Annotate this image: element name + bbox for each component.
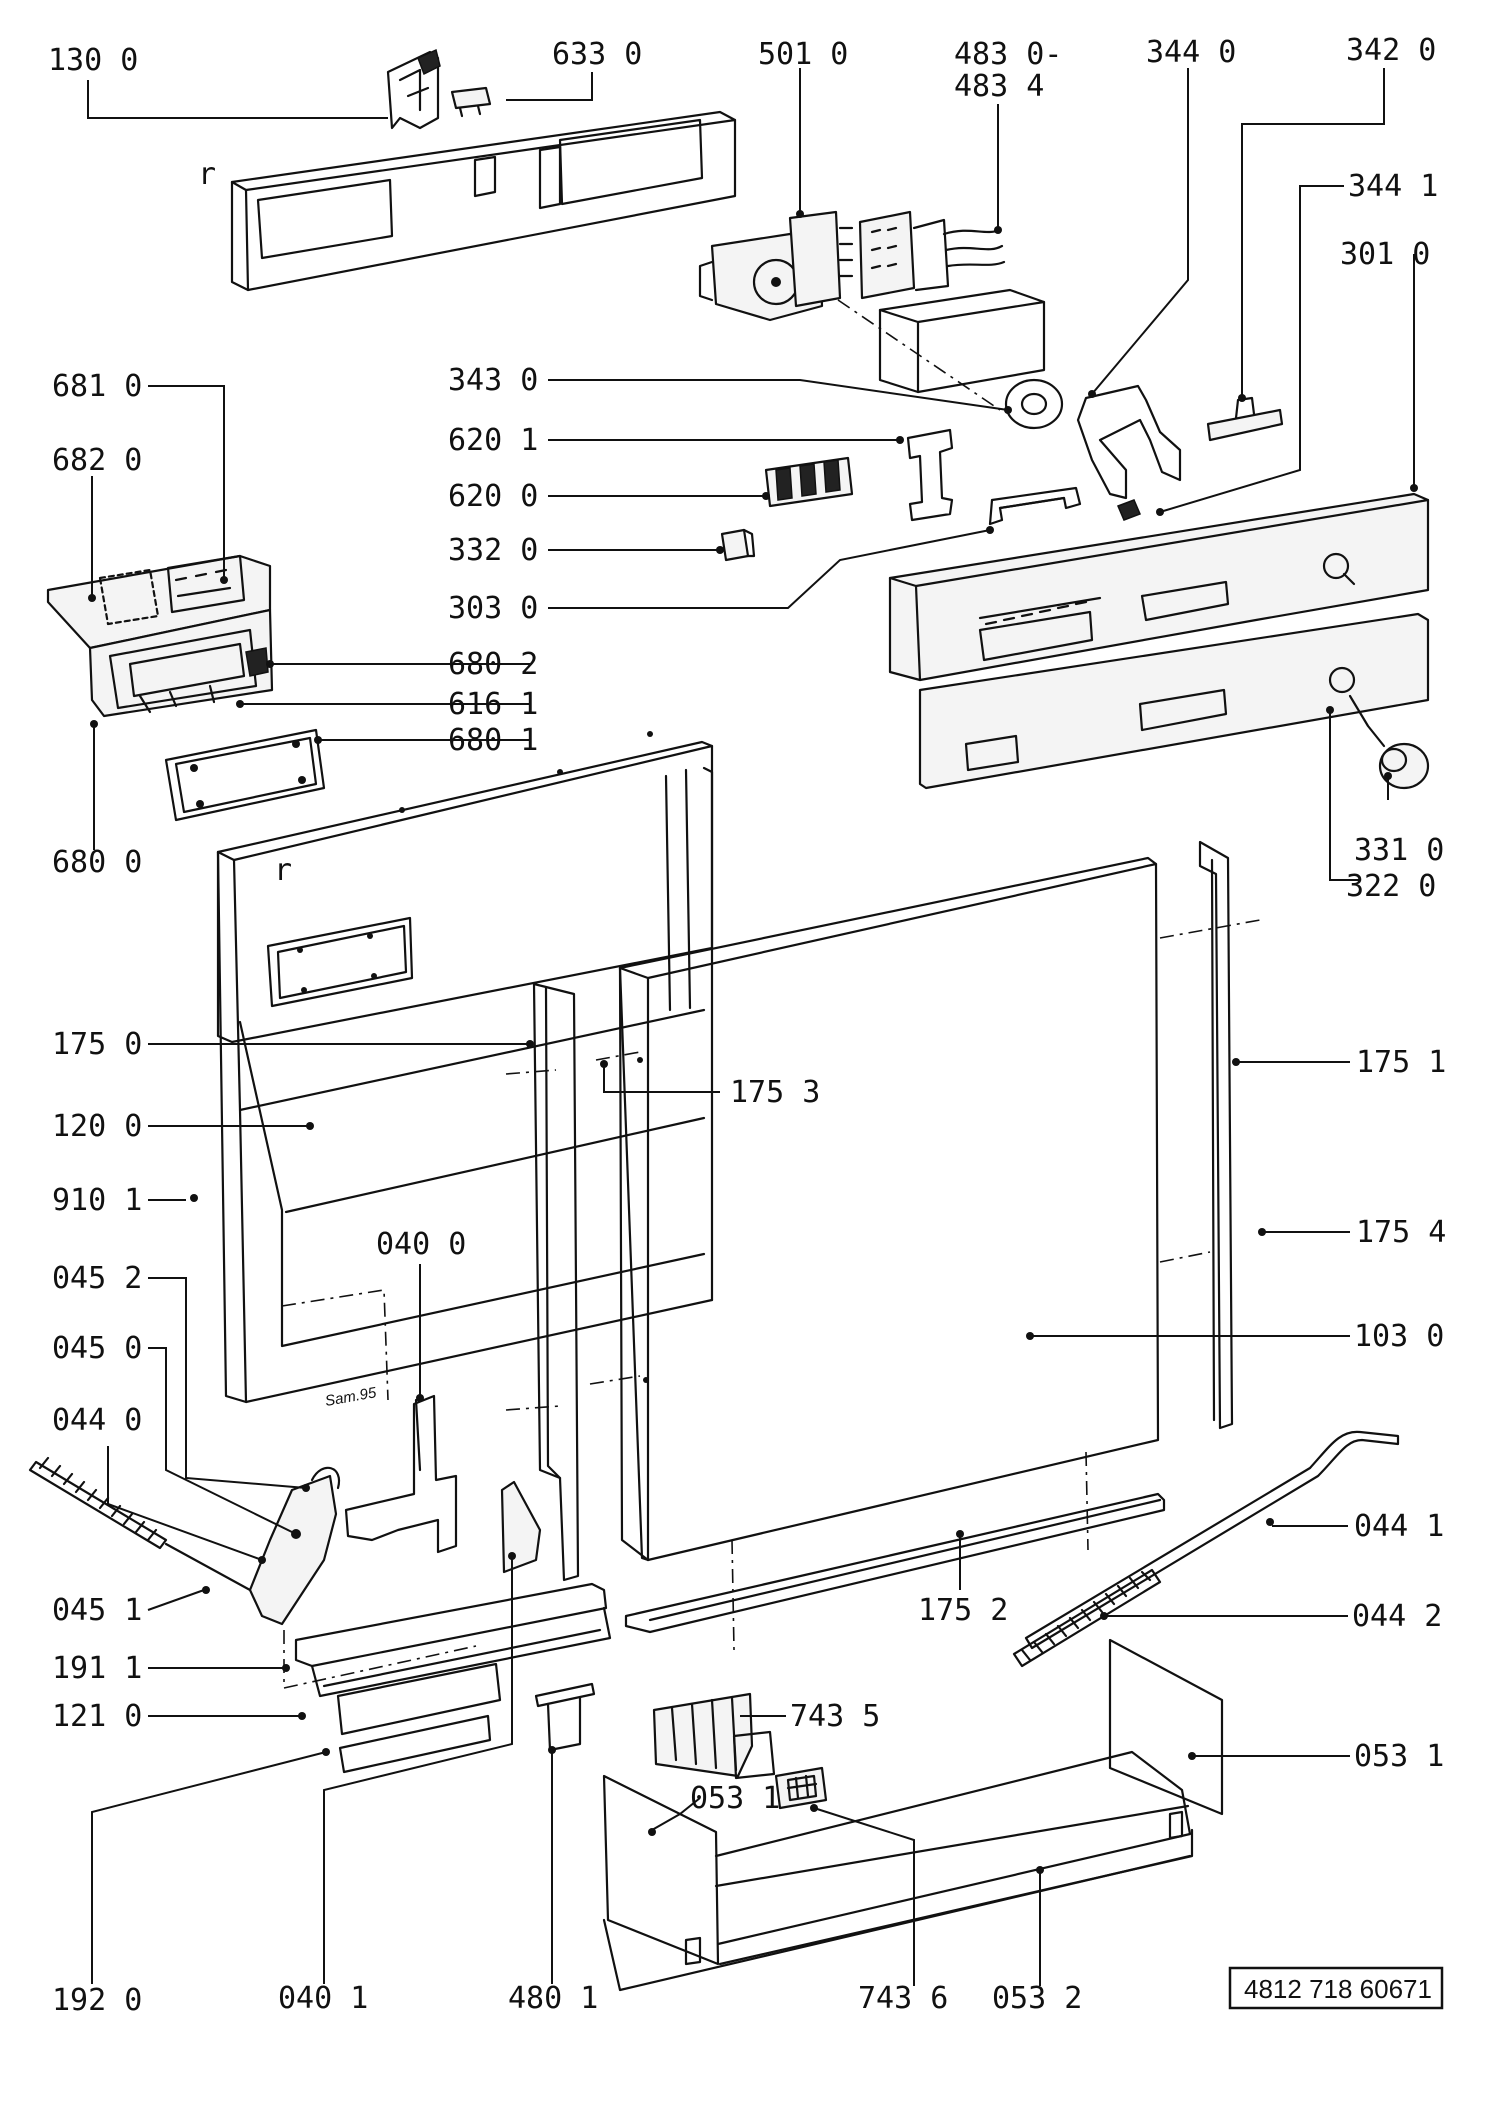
label-620-0: 620 0 bbox=[448, 479, 538, 514]
part-inner-door-120-drawing bbox=[216, 731, 714, 1404]
label-044-1: 044 1 bbox=[1354, 1509, 1444, 1544]
part-spring-rod-right-drawing bbox=[1012, 1430, 1400, 1668]
label-682-0: 682 0 bbox=[52, 443, 142, 478]
label-040-1: 040 1 bbox=[278, 1981, 368, 2016]
part-bottom-rail-191-drawing bbox=[283, 1582, 612, 1774]
part-filter-743-5-drawing bbox=[652, 1692, 776, 1780]
label-175-0: 175 0 bbox=[52, 1027, 142, 1062]
label-053-2: 053 2 bbox=[992, 1981, 1082, 2016]
label-040-0: 040 0 bbox=[376, 1227, 466, 1262]
label-620-1: 620 1 bbox=[448, 423, 538, 458]
part-timer-plate-drawing bbox=[837, 288, 1046, 411]
label-344-1: 344 1 bbox=[1348, 169, 1438, 204]
label-175-2: 175 2 bbox=[918, 1593, 1008, 1628]
label-680-0: 680 0 bbox=[52, 845, 142, 880]
part-cap-332-drawing bbox=[720, 528, 756, 562]
part-control-panel-301-drawing bbox=[888, 492, 1430, 790]
label-191-1: 191 1 bbox=[52, 1651, 142, 1686]
part-grille-743-6-drawing bbox=[774, 1766, 828, 1810]
part-top-bracket-drawing bbox=[230, 48, 737, 292]
part-knob-331-drawing bbox=[1348, 694, 1430, 790]
label-680-2: 680 2 bbox=[448, 647, 538, 682]
label-483-4: 483 4 bbox=[954, 69, 1044, 104]
part-switch-633-drawing bbox=[450, 86, 492, 118]
part-ring-343-drawing bbox=[1004, 378, 1064, 430]
part-door-panel-103-drawing bbox=[589, 856, 1261, 1651]
part-strip-175-1-drawing bbox=[1198, 840, 1234, 1430]
label-616-1: 616 1 bbox=[448, 687, 538, 722]
label-175-1: 175 1 bbox=[1356, 1045, 1446, 1080]
label-175-3: 175 3 bbox=[730, 1075, 820, 1110]
part-kickplate-053-drawing bbox=[602, 1638, 1224, 1992]
label-910-1: 910 1 bbox=[52, 1183, 142, 1218]
label-301-0: 301 0 bbox=[1340, 237, 1430, 272]
document-ref: 4812 718 60671 bbox=[1244, 1974, 1432, 2004]
part-dispenser-680-drawing bbox=[46, 554, 274, 718]
label-130-0: 130 0 bbox=[48, 43, 138, 78]
label-743-6: 743 6 bbox=[858, 1981, 948, 2016]
label-044-0: 044 0 bbox=[52, 1403, 142, 1438]
side-mark-door: r bbox=[274, 853, 292, 888]
label-053-1-left: 053 1 bbox=[690, 1781, 780, 1816]
part-gasket-680-1-drawing bbox=[164, 728, 326, 822]
part-terminal-620-0-drawing bbox=[764, 456, 854, 508]
label-045-1: 045 1 bbox=[52, 1593, 142, 1628]
label-681-0: 681 0 bbox=[52, 369, 142, 404]
label-045-0: 045 0 bbox=[52, 1331, 142, 1366]
part-bracket-342-drawing bbox=[1206, 396, 1284, 442]
label-192-0: 192 0 bbox=[52, 1983, 142, 2018]
part-plate-620-1-drawing bbox=[906, 428, 954, 522]
label-175-4: 175 4 bbox=[1356, 1215, 1446, 1250]
part-labels: 130 0 633 0 501 0 483 0- 483 4 344 0 342… bbox=[48, 33, 1446, 2018]
label-053-1-right: 053 1 bbox=[1354, 1739, 1444, 1774]
label-120-0: 120 0 bbox=[52, 1109, 142, 1144]
label-045-2: 045 2 bbox=[52, 1261, 142, 1296]
label-322-0: 322 0 bbox=[1346, 869, 1436, 904]
label-331-0: 331 0 bbox=[1354, 833, 1444, 868]
label-332-0: 332 0 bbox=[448, 533, 538, 568]
label-044-2: 044 2 bbox=[1352, 1599, 1442, 1634]
part-connector-483-drawing bbox=[858, 210, 1006, 300]
label-633-0: 633 0 bbox=[552, 37, 642, 72]
label-743-5: 743 5 bbox=[790, 1699, 880, 1734]
label-103-0: 103 0 bbox=[1354, 1319, 1444, 1354]
label-480-1: 480 1 bbox=[508, 1981, 598, 2016]
label-680-1: 680 1 bbox=[448, 723, 538, 758]
part-clip-480-drawing bbox=[534, 1682, 596, 1752]
label-343-0: 343 0 bbox=[448, 363, 538, 398]
part-timer-501-drawing bbox=[698, 210, 854, 322]
part-strip-175-2-drawing bbox=[624, 1492, 1166, 1634]
side-mark-top: r bbox=[198, 157, 216, 192]
part-bracket-040-1-drawing bbox=[500, 1480, 542, 1574]
label-303-0: 303 0 bbox=[448, 591, 538, 626]
part-handle-303-drawing bbox=[988, 486, 1082, 526]
document-reference-box: 4812 718 60671 bbox=[1228, 1966, 1444, 2010]
label-483-0: 483 0- bbox=[954, 37, 1062, 72]
label-344-0: 344 0 bbox=[1146, 35, 1236, 70]
leader-lines bbox=[87, 68, 1418, 1986]
label-121-0: 121 0 bbox=[52, 1699, 142, 1734]
part-lever-344-drawing bbox=[1076, 384, 1182, 521]
part-strip-175-0-drawing bbox=[505, 982, 580, 1582]
label-342-0: 342 0 bbox=[1346, 33, 1436, 68]
label-501-0: 501 0 bbox=[758, 37, 848, 72]
part-hinge-plate-040-0-drawing bbox=[344, 1394, 458, 1554]
small-note: Sam.95 bbox=[324, 1384, 379, 1410]
